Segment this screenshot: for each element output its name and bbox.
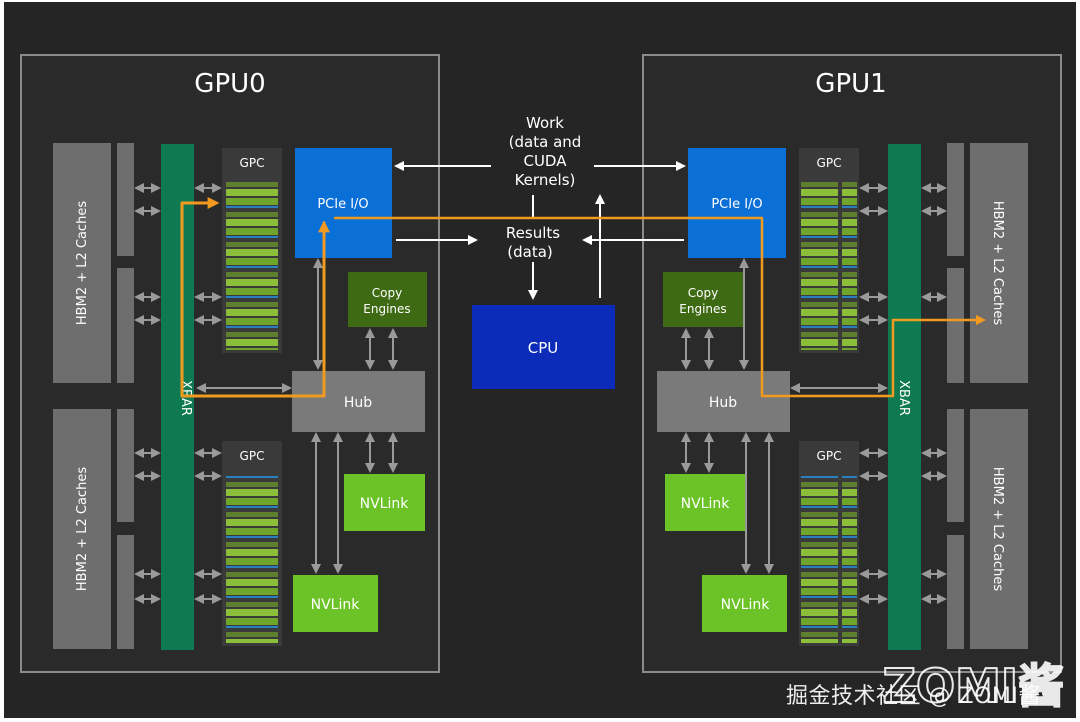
gpu1-xbar-label: XBAR bbox=[896, 380, 911, 416]
gpu0-nvlink-a bbox=[344, 474, 425, 531]
gpu0-copy-label-1: Copy bbox=[372, 286, 402, 300]
gpu1-interconnect-arrows bbox=[681, 183, 947, 604]
gpu0-gpc-top-label: GPC bbox=[240, 156, 265, 170]
gpu0-hub bbox=[292, 371, 425, 432]
gpu1-copy-label-2: Engines bbox=[679, 302, 726, 316]
gpu1-hub bbox=[657, 371, 790, 432]
gpu1-pcie-io bbox=[688, 148, 786, 258]
gpu1-gpc-top-sm-array bbox=[801, 182, 857, 350]
gpu1-gpc-top-label: GPC bbox=[817, 156, 842, 170]
gpu0-hbm-top-label: HBM2 + L2 Caches bbox=[75, 201, 90, 325]
gpu0-hub-label: Hub bbox=[344, 395, 372, 411]
gpu1-pcie-label: PCIe I/O bbox=[711, 197, 762, 212]
gpu0-l2-slice bbox=[117, 409, 134, 522]
work-label-3: CUDA bbox=[523, 152, 567, 170]
gpu0-nvlink-a-label: NVLink bbox=[360, 496, 410, 512]
gpu1-hub-label: Hub bbox=[709, 395, 737, 411]
gpu0-copy-label-2: Engines bbox=[363, 302, 410, 316]
gpu1-hbm-bottom-label: HBM2 + L2 Caches bbox=[990, 467, 1005, 591]
gpu1-title: GPU1 bbox=[815, 69, 886, 99]
work-label-2: (data and bbox=[509, 133, 582, 151]
watermark-logo: ZOMI酱 bbox=[882, 658, 1065, 714]
data-path-gpu1 bbox=[334, 216, 986, 398]
gpu0-gpc-top-sm-array bbox=[224, 182, 280, 350]
gpu1-l2-slice bbox=[947, 143, 964, 256]
gpu0-xbar-label: XBAR bbox=[178, 380, 193, 416]
gpu1-l2-slice bbox=[947, 409, 964, 522]
work-label-4: Kernels) bbox=[515, 171, 576, 189]
gpu0-gpc-bottom-label: GPC bbox=[240, 449, 265, 463]
gpu1-nvlink-b bbox=[702, 575, 787, 632]
cpu-block bbox=[472, 305, 615, 389]
host-arrows bbox=[394, 161, 686, 300]
gpu0-pcie-io bbox=[295, 148, 392, 258]
gpu0-pcie-label: PCIe I/O bbox=[317, 197, 368, 212]
gpu0-nvlink-b-label: NVLink bbox=[311, 597, 361, 613]
gpu0-panel: GPU0 HBM2 + L2 Caches HBM2 + L2 Caches X… bbox=[20, 54, 440, 673]
gpu1-nvlink-b-label: NVLink bbox=[721, 597, 771, 613]
cpu-label: CPU bbox=[528, 339, 559, 357]
gpu1-panel: GPU1 PCIe I/O Copy Engines Hub NVLink NV… bbox=[642, 54, 1062, 673]
gpu1-gpc-bottom-sm-array bbox=[801, 475, 857, 643]
watermark-text: 掘金技术社区 @ ZOMI酱 bbox=[786, 684, 1041, 709]
results-label-2: (data) bbox=[507, 243, 553, 261]
gpu1-copy-engines bbox=[663, 272, 743, 327]
gpu0-title: GPU0 bbox=[194, 69, 265, 99]
results-label-1: Results bbox=[506, 224, 560, 242]
gpu1-copy-label-1: Copy bbox=[688, 286, 718, 300]
gpu0-interconnect-arrows bbox=[134, 183, 398, 604]
gpu1-hbm-bottom bbox=[970, 409, 1028, 649]
work-label-1: Work bbox=[526, 114, 564, 132]
gpu0-l2-slice bbox=[117, 535, 134, 649]
watermark-logo-text: ZOMI酱 bbox=[883, 659, 1064, 713]
center-host: CPU Work (data and CUDA Kernels) Results… bbox=[394, 114, 686, 389]
gpu0-l2-slice bbox=[117, 143, 134, 256]
gpu0-hbm-bottom-label: HBM2 + L2 Caches bbox=[75, 467, 90, 591]
gpu0-copy-engines bbox=[348, 272, 427, 327]
gpu0-nvlink-b bbox=[293, 575, 378, 632]
gpu1-hbm-top bbox=[970, 143, 1028, 383]
gpu0-gpc-bottom-sm-array bbox=[224, 475, 280, 643]
gpu1-nvlink-a bbox=[665, 474, 746, 531]
gpu0-l2-slice bbox=[117, 268, 134, 383]
gpu1-l2-slice bbox=[947, 535, 964, 649]
gpu1-gpc-bottom-label: GPC bbox=[817, 449, 842, 463]
gpu1-hbm-top-label: HBM2 + L2 Caches bbox=[990, 201, 1005, 325]
data-path-gpu0 bbox=[180, 197, 330, 398]
gpu1-l2-slice bbox=[947, 268, 964, 383]
gpu0-hbm-bottom bbox=[53, 409, 111, 649]
gpu1-nvlink-a-label: NVLink bbox=[681, 496, 731, 512]
gpu0-hbm-top bbox=[53, 143, 111, 383]
